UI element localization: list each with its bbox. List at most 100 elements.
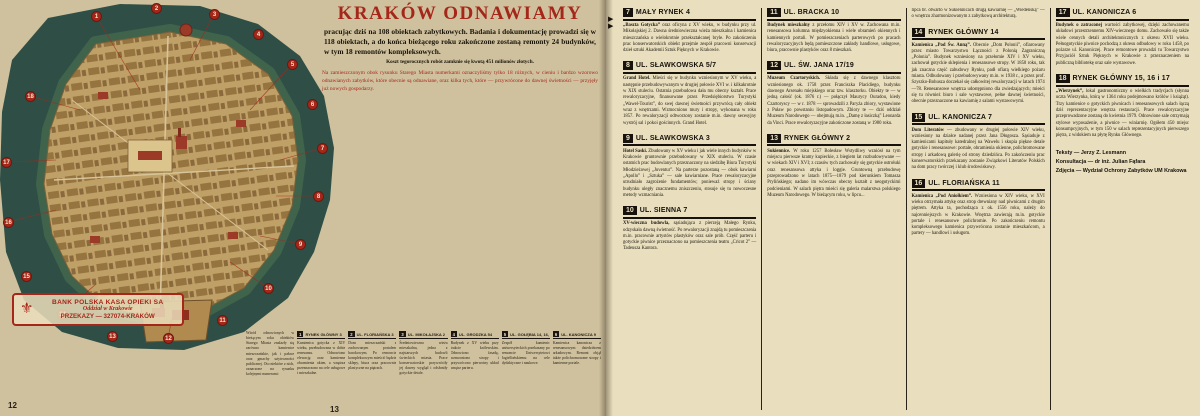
article-text: Wzniesiona w XIV wieku, w XVI wieku otrz… [911,193,1045,237]
article-11: 11 UL. BRACKA 10 Budynek mieszkalny z pr… [767,8,901,54]
article-column-1: 7 MAŁY RYNEK 4 „Baszta Gotycka” oraz ofi… [618,8,761,410]
strip-item-number: 3 [399,331,406,337]
article-street: RYNEK GŁÓWNY 14 [928,28,999,36]
map-marker-17: 17 [1,157,12,168]
article-header: 10 UL. SIENNA 7 [623,206,757,219]
article-lead: Budynek o zatraconej [1055,23,1103,28]
map-marker-12: 12 [163,333,174,344]
page-number-12: 12 [8,401,17,410]
article-header: 11 UL. BRACKA 10 [767,8,901,21]
cost-line: Koszt tegorocznych robót zamknie się kwo… [386,58,534,65]
article-header: 14 RYNEK GŁÓWNY 14 [911,27,1045,41]
article-street: MAŁY RYNEK 4 [635,9,691,16]
article-9: 9 UL. SŁAWKOWSKA 3 Hotel Saski. Zbudowan… [623,133,757,199]
map-marker-13: 13 [107,331,118,342]
article-text: sąsiadująca z pierzeją Małego Rynku, odz… [623,221,757,252]
map-marker-18: 18 [25,91,36,102]
article-street: UL. SŁAWKOWSKA 5/7 [635,62,717,70]
article-lead: Kamienica „Pod Św. Anną”. [911,42,971,48]
article-lead: „Baszta Gotycka” [623,23,661,28]
strip-item-header: 2 UL. FLORIAŃSKA 3 [348,331,397,339]
strip-item-header: 1 RYNEK GŁÓWNY 3 [297,331,346,339]
article-text: Składa się z dawnego klasztoru wzniesion… [767,76,901,126]
article-body: „Baszta Gotycka” oraz oficyna z XV wieku… [623,23,756,54]
article-street: RYNEK GŁÓWNY 15, 16 i 17 [1072,75,1170,83]
map-legend-note: Na zamieszczonym obok rysunku Starego Mi… [322,69,598,92]
article-body: Grand Hotel. Mieści się w budynku wznies… [623,76,756,126]
article-lead: Hotel Saski. [623,148,648,154]
article-street: UL. FLORIAŃSKA 11 [928,179,1000,187]
article-header: 16 UL. FLORIAŃSKA 11 [911,178,1045,192]
article-number: 11 [767,8,781,17]
article-text: wartości zabytkowej, dzięki zachowanemu … [1055,23,1190,66]
strip-item-number: 4 [450,331,457,337]
article-header: 9 UL. SŁAWKOWSKA 3 [623,133,757,147]
bank-line-2: Oddział w Krakowie [82,306,133,312]
continuation-paragraph: lipca br. otwarto w Sukiennicach drugą k… [911,8,1045,20]
article-header: 18 RYNEK GŁÓWNY 15, 16 i 17 [1055,74,1189,87]
strip-item-number: 6 [552,331,560,337]
right-page: ▶▶ 7 MAŁY RYNEK 4 „Baszta Gotycka” oraz … [606,0,1200,416]
article-number: 9 [623,133,633,143]
bank-line-3: PRZEKAZY — 327074-KRAKÓW [60,313,155,320]
article-number: 17 [1055,8,1070,17]
article-text: oraz oficyna z XV wieku, w budynku przy … [623,23,757,54]
map-marker-16: 16 [3,217,14,228]
strip-item-number: 2 [348,331,355,337]
strip-item-title: RYNEK GŁÓWNY 3 [305,331,342,337]
credit-line-photos: Zdjęcia — Wydział Ochrony Zabytków UM Kr… [1055,167,1187,174]
strip-item-header: 4 UL. GRODZKA 54 [450,331,499,339]
article-body: Budynek o zatraconej wartości zabytkowej… [1056,23,1189,67]
strip-lead-text: Wśród odnowionych w bieżącym roku obiekt… [246,331,295,376]
strip-item-6: 6 UL. KANONICZA 9 Kamienica kanonicza z … [552,331,601,407]
map-marker-7: 7 [317,143,328,154]
article-lead: Muzeum Czartoryskich. [767,76,821,82]
article-number: 13 [767,133,782,143]
bank-emblem-icon: ⚜ [20,301,34,317]
article-street: UL. BRACKA 10 [783,9,840,16]
map-marker-5: 5 [287,59,298,70]
article-14: 14 RYNEK GŁÓWNY 14 Kamienica „Pod Św. An… [911,27,1045,106]
strip-item-5: 5 UL. GOŁĘBIA 14, 16, 18 Zespół kamienic… [501,331,550,407]
article-number: 15 [911,112,926,122]
map-marker-15: 15 [21,271,32,282]
article-lead: XV-wieczna budowla, [623,221,670,227]
article-body: Hotel Saski. Zbudowany w XV wieku i jak … [623,149,756,199]
article-header: 13 RYNEK GŁÓWNY 2 [767,133,901,147]
article-body: XV-wieczna budowla, sąsiadująca z pierze… [623,221,756,252]
strip-item-title: UL. FLORIAŃSKA 3 [356,331,394,337]
map-marker-8: 8 [313,191,324,202]
article-lead: Kamienica „Pod Aniołkiem”. [911,193,973,199]
article-number: 12 [767,61,782,71]
article-lead: Budynek mieszkalny [767,23,810,28]
article-text: lokal gastronomiczny o wielkich tradycja… [1055,89,1190,139]
article-lead: Dom Literatów [911,127,945,133]
map-marker-4: 4 [253,29,264,40]
article-text: Zbudowany w XV wieku i jak wiele innych … [623,148,757,198]
strip-item-3: 3 UL. MIKOŁAJSKA 2 Średniowieczna wieża … [399,331,448,407]
article-street: UL. KANONICZA 7 [928,113,993,121]
strip-item-header: 3 UL. MIKOŁAJSKA 2 [399,331,448,339]
article-17: 17 UL. KANONICZA 6 Budynek o zatraconej … [1055,8,1189,67]
article-15: 15 UL. KANONICZA 7 Dom Literatów — zbudo… [911,112,1045,172]
strip-item-body: Dom mieszczański z zachowanym portalem b… [348,340,397,371]
strip-item-header: 5 UL. GOŁĘBIA 14, 16, 18 [501,331,550,339]
strip-item-2: 2 UL. FLORIAŃSKA 3 Dom mieszczański z za… [348,331,397,407]
article-header: 7 MAŁY RYNEK 4 [623,8,757,21]
strip-item-title: UL. KANONICZA 9 [561,331,596,337]
article-body: Sukiennice. W roku 1257 Bolesław Wstydli… [767,149,900,199]
page-title: KRAKÓW ODNAWIAMY [337,3,583,24]
article-number: 10 [623,206,637,216]
strip-item-body: Kamienica kanonicza z renesansowym dzied… [552,340,601,366]
bank-advertisement: ⚜ BANK POLSKA KASA OPIEKI SA Oddział w K… [12,293,184,326]
article-text: — zbudowany w drugiej połowie XIV wieku,… [911,127,1045,171]
article-number: 8 [623,61,633,71]
strip-item-number: 5 [501,331,509,337]
article-text: Obecnie „Dom Polonii”, ofiarowany przez … [911,42,1045,105]
strip-item-body: Średniowieczna wieża mieszkalna, jedna z… [399,340,448,376]
article-column-3: lipca br. otwarto w Sukiennicach drugą k… [905,8,1050,410]
map-marker-9: 9 [295,239,306,250]
article-10: 10 UL. SIENNA 7 XV-wieczna budowla, sąsi… [623,206,756,252]
article-text: Mieści się w budynku wzniesionym w XV wi… [623,76,757,126]
